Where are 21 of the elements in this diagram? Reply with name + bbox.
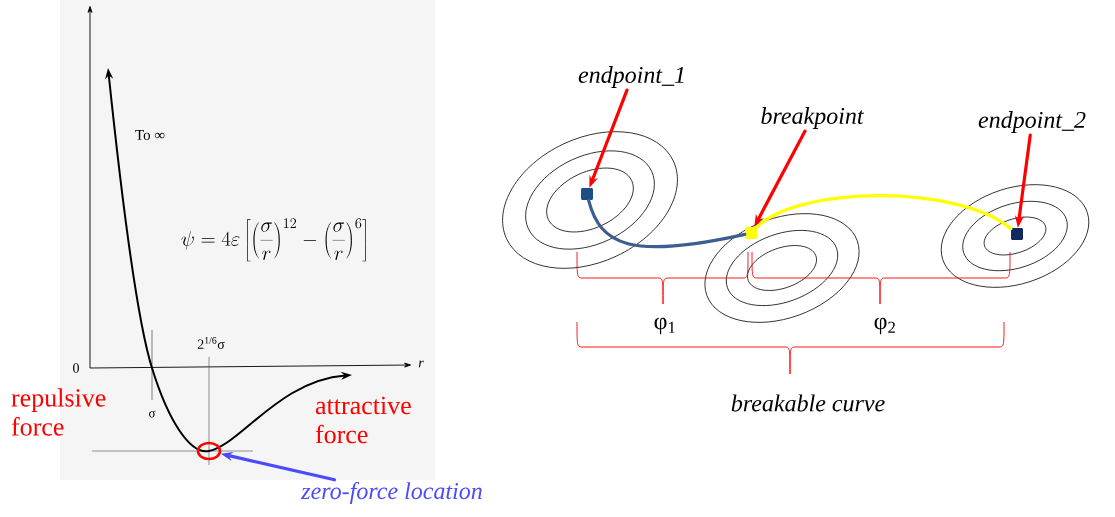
ring-marker	[196, 441, 222, 461]
callout-text: zero-force location	[301, 482, 482, 504]
callout-text: endpoint_1	[578, 66, 684, 88]
bracket-label: φ$_{1}$	[654, 317, 675, 335]
point-marker	[1011, 228, 1023, 240]
curve-segment	[587, 198, 747, 249]
callout-text: endpoint_2	[978, 111, 1086, 133]
annotation-text: attractive force	[315, 396, 411, 444]
tick-label: 2$^{1/6}$σ	[197, 337, 225, 349]
formula: $\psi = 4\varepsilon\left[\left(\frac{\sigma}{r}\right)^{12}-\left(\frac{\sigma}{r}\right)^{6}\right]$	[181, 218, 366, 262]
tick-label: σ	[149, 410, 156, 418]
point-marker	[745, 227, 757, 239]
axis-label: 0	[73, 363, 79, 373]
callout-text: breakpoint	[761, 107, 865, 129]
axis-label: r	[418, 360, 424, 368]
point-marker	[581, 188, 593, 200]
label-text: To ∞	[135, 130, 165, 140]
curve-segment	[755, 194, 1013, 231]
bracket-label: φ$_{2}$	[874, 317, 895, 335]
annotation-text: repulsive force	[11, 388, 106, 436]
bracket-label: breakable curve	[731, 394, 885, 412]
